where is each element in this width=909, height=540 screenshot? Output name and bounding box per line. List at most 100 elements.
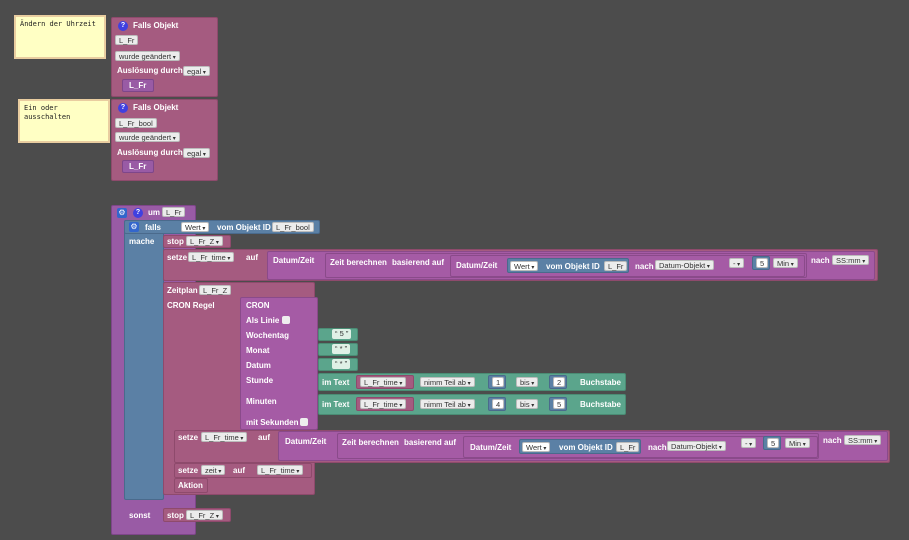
buchstabe-label: Buchstabe (580, 400, 621, 409)
mit-sekunden-checkbox[interactable] (300, 418, 308, 426)
gear-icon[interactable]: ⚙ (117, 208, 127, 218)
comment-note-2[interactable]: Ein oder ausschalten (18, 99, 110, 143)
wochentag-value[interactable]: “ 5 ” (332, 329, 352, 339)
object-id-field[interactable]: L_Fr_bool (272, 222, 314, 232)
trigger-aus-label: Auslösung durch (117, 66, 183, 75)
zeit-berechnen-label: Zeit berechnen (342, 438, 399, 447)
trigger-title: Falls Objekt (133, 103, 179, 112)
zeitplan-label: Zeitplan (167, 286, 198, 295)
num-field[interactable]: 4 (492, 399, 505, 409)
vom-objekt-label: vom Objekt ID (546, 262, 600, 271)
object-id-field[interactable]: L_Fr_bool (115, 118, 157, 128)
stop-var-dropdown[interactable]: L_Fr_Z (186, 236, 223, 246)
basierend-label: basierend auf (392, 258, 445, 267)
gear-icon[interactable]: ⚙ (129, 222, 139, 232)
help-icon[interactable]: ? (118, 103, 128, 113)
nach-format-label: nach (823, 436, 842, 445)
setze-var-dropdown[interactable]: zeit (201, 465, 226, 475)
cron-block[interactable] (240, 297, 318, 430)
wert-dropdown[interactable]: Wert (510, 261, 539, 271)
setze-var-dropdown[interactable]: L_Fr_time (188, 252, 235, 262)
function-um-label: um (148, 208, 160, 217)
cron-regel-label: CRON Regel (167, 301, 215, 310)
if-condition-bar[interactable] (124, 220, 320, 234)
var-block[interactable] (122, 79, 154, 92)
datum-zeit-inner-label: Datum/Zeit (456, 261, 498, 270)
bis-dropdown[interactable]: bis (516, 377, 539, 387)
condition-dropdown[interactable]: wurde geändert (115, 51, 180, 61)
nimm-teil-dropdown[interactable]: nimm Teil ab (420, 377, 475, 387)
if-block[interactable] (124, 220, 164, 500)
trigger-aus-dropdown[interactable]: egal (183, 148, 210, 158)
auf-label: auf (233, 466, 245, 475)
value-dropdown[interactable]: L_Fr_time (257, 465, 304, 475)
trigger-aus-label: Auslösung durch (117, 148, 183, 157)
unit-dropdown[interactable]: Min (785, 438, 810, 448)
var-dropdown[interactable]: L_Fr_time (360, 399, 407, 409)
stunde-label: Stunde (246, 376, 274, 385)
monat-label: Monat (246, 346, 270, 355)
aktion-label: Aktion (178, 481, 203, 490)
datum-value[interactable]: “ * ” (332, 359, 351, 369)
datum-zeit-label: Datum/Zeit (285, 437, 327, 446)
vom-objekt-label: vom Objekt ID (559, 443, 613, 452)
trigger-title: Falls Objekt (133, 21, 179, 30)
setze-var-dropdown[interactable]: L_Fr_time (201, 432, 248, 442)
condition-dropdown[interactable]: wurde geändert (115, 132, 180, 142)
function-var-field[interactable]: L_Fr (162, 207, 186, 217)
setze-label: setze (178, 466, 199, 475)
object-id-field[interactable]: L_Fr (115, 35, 139, 45)
help-icon[interactable]: ? (118, 21, 128, 31)
monat-value[interactable]: “ * ” (332, 344, 351, 354)
mit-sekunden-label: mit Sekunden (246, 418, 299, 427)
object-id-field[interactable]: L_Fr (604, 261, 628, 271)
zeitplan-var-field[interactable]: L_Fr_Z (199, 285, 232, 295)
var-label: L_Fr (129, 81, 147, 90)
operator-dropdown[interactable]: - (741, 438, 757, 448)
nach-label: nach (648, 443, 667, 452)
operator-dropdown[interactable]: - (729, 258, 745, 268)
num-field[interactable]: 1 (492, 377, 505, 387)
sonst-label: sonst (129, 511, 151, 520)
wochentag-label: Wochentag (246, 331, 289, 340)
datum-zeit-inner-label: Datum/Zeit (470, 443, 512, 452)
nimm-teil-dropdown[interactable]: nimm Teil ab (420, 399, 475, 409)
stop-var-dropdown[interactable]: L_Fr_Z (186, 510, 223, 520)
stop-label: stop (167, 237, 184, 246)
format-dropdown[interactable]: SS:mm (832, 255, 870, 265)
bis-dropdown[interactable]: bis (516, 399, 539, 409)
object-id-field[interactable]: L_Fr (616, 442, 640, 452)
num-field[interactable]: 5 (553, 399, 566, 409)
mache-label: mache (129, 237, 155, 246)
setze-label: setze (167, 253, 188, 262)
var-block[interactable] (122, 160, 154, 173)
format-dropdown[interactable]: SS:mm (844, 435, 882, 445)
im-text-label: im Text (322, 400, 350, 409)
comment-note-1[interactable]: Ändern der Uhrzeit (14, 15, 106, 59)
zeit-berechnen-label: Zeit berechnen (330, 258, 387, 267)
nach-dropdown[interactable]: Datum-Objekt (667, 441, 726, 451)
number-field[interactable]: 5 (767, 438, 780, 448)
als-linie-checkbox[interactable] (282, 316, 290, 324)
num-field[interactable]: 2 (553, 377, 566, 387)
unit-dropdown[interactable]: Min (773, 258, 798, 268)
nach-label: nach (635, 262, 654, 271)
cron-title: CRON (246, 301, 270, 310)
buchstabe-label: Buchstabe (580, 378, 621, 387)
number-field[interactable]: 5 (756, 258, 769, 268)
wert-dropdown[interactable]: Wert (522, 442, 551, 452)
nach-dropdown[interactable]: Datum-Objekt (655, 260, 714, 270)
auf-label: auf (258, 433, 270, 442)
trigger-aus-dropdown[interactable]: egal (183, 66, 210, 76)
im-text-label: im Text (322, 378, 350, 387)
aktion-block[interactable] (174, 478, 208, 493)
var-label: L_Fr (129, 162, 147, 171)
basierend-label: basierend auf (404, 438, 457, 447)
if-label: falls (145, 223, 162, 232)
setze-label: setze (178, 433, 199, 442)
var-dropdown[interactable]: L_Fr_time (360, 377, 407, 387)
nach-format-label: nach (811, 256, 830, 265)
wert-dropdown[interactable]: Wert (181, 222, 210, 232)
minuten-label: Minuten (246, 397, 277, 406)
help-icon[interactable]: ? (133, 208, 143, 218)
